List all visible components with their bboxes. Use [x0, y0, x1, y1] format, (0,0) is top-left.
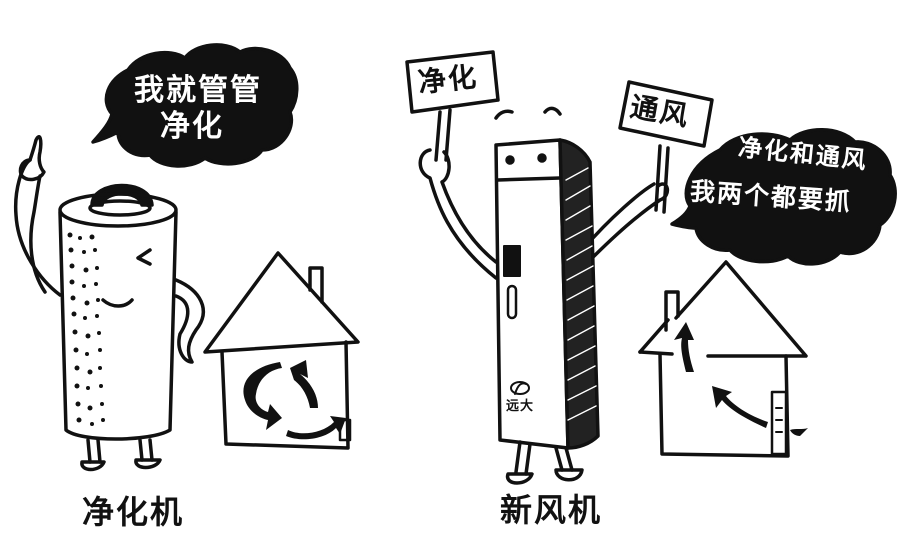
brand-logo-icon: [510, 381, 530, 395]
purifier-body: [58, 210, 178, 441]
side-hatching: [565, 167, 597, 421]
purifier-legs: [86, 438, 154, 464]
fresh-air-display: [503, 245, 521, 277]
sign-purify-label: 净化: [416, 59, 480, 100]
purifier-wink-eye: [136, 248, 152, 266]
purifier-smile: [101, 298, 134, 308]
recirculation-arrows-icon: [243, 360, 346, 440]
left-bubble-line1: 我就管管: [134, 73, 262, 108]
purifier-character: [13, 135, 206, 472]
airflow-arrows-icon: [674, 322, 808, 436]
right-house: [638, 260, 808, 458]
left-house: [203, 251, 360, 450]
sign-purify: [405, 50, 500, 162]
purifier-raised-arm: [13, 158, 62, 297]
left-bubble-line2: 净化: [160, 109, 224, 144]
fresh-air-slot: [506, 284, 518, 320]
caption-fresh-air: 新风机: [500, 491, 603, 529]
right-speech-bubble: [670, 128, 897, 266]
purifier-handle: [90, 183, 154, 207]
sign-ventilate: [618, 80, 714, 214]
left-speech-bubble: [91, 43, 299, 168]
purifier-grille-dots: [67, 232, 105, 426]
caption-purifier: 净化机: [82, 493, 185, 531]
fresh-air-character: [418, 106, 670, 485]
purifier-hip-arm: [174, 278, 206, 364]
brand-name: 远大: [506, 399, 535, 414]
